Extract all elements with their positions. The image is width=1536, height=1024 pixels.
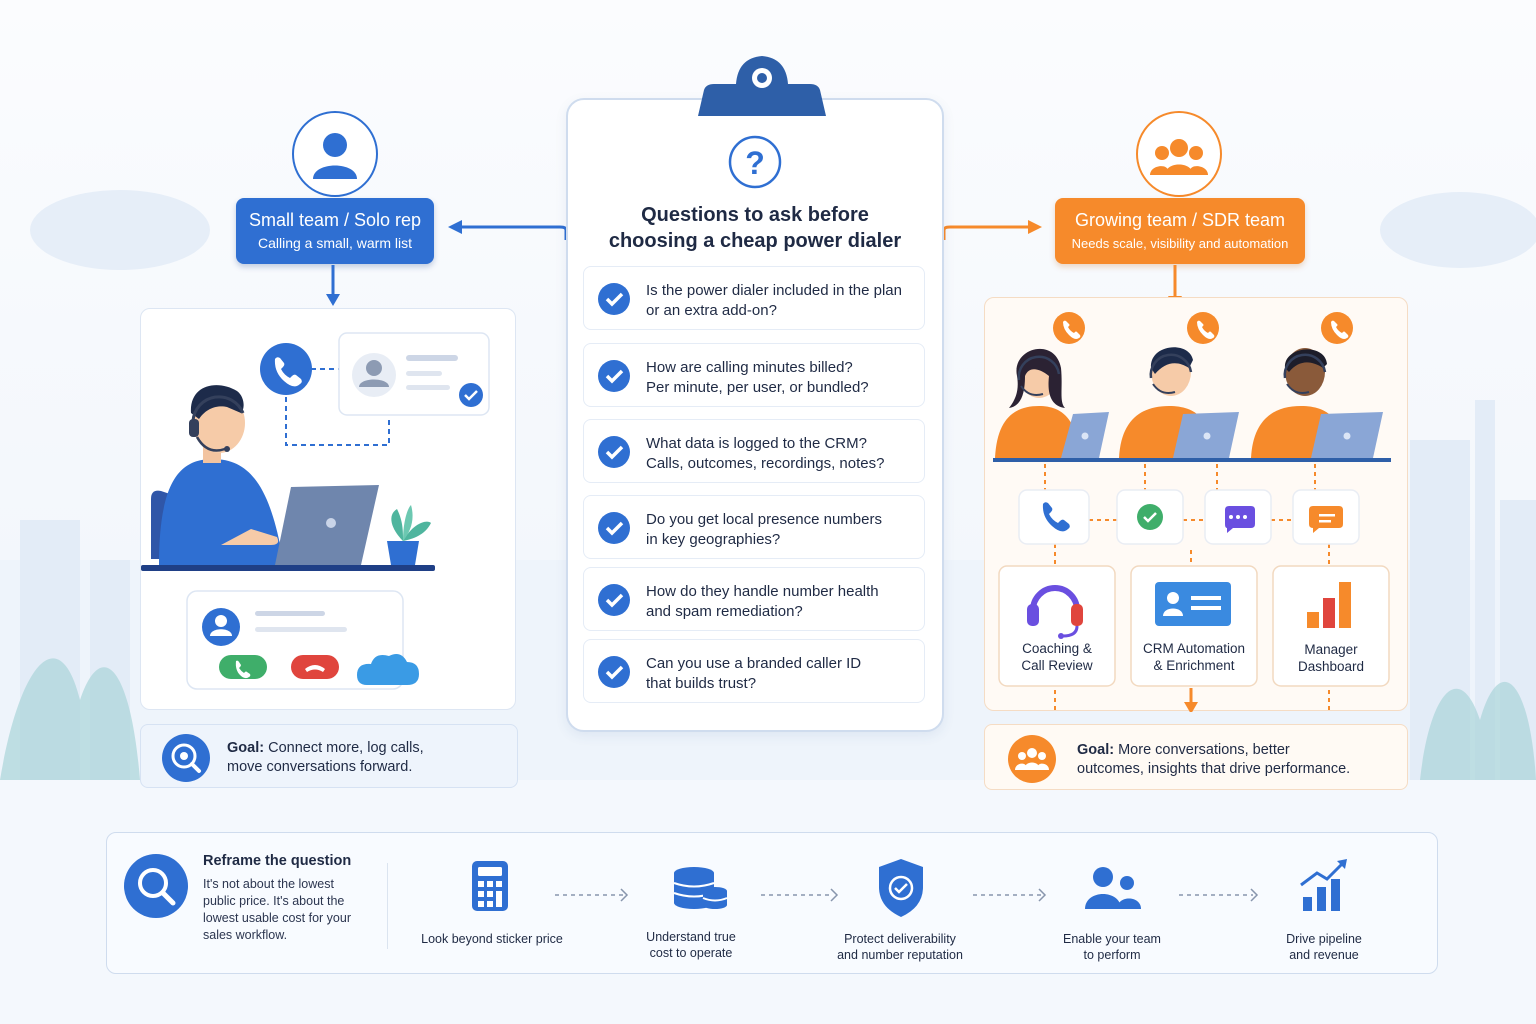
question-line-2: Calls, outcomes, recordings, notes? bbox=[646, 455, 885, 472]
search-icon bbox=[124, 854, 188, 918]
headset-icon bbox=[1027, 585, 1083, 639]
step-deliverability-line-2: and number reputation bbox=[837, 948, 963, 962]
growth-chart-icon bbox=[1300, 859, 1347, 911]
question-line-2: or an extra add-on? bbox=[646, 302, 777, 319]
question-line-1: Can you use a branded caller ID bbox=[646, 655, 862, 672]
step-pipeline-line-1: Drive pipeline bbox=[1286, 932, 1362, 946]
user-icon bbox=[313, 133, 357, 179]
goal-line-1: More conversations, better bbox=[1118, 742, 1290, 758]
reframe-line: lowest usable cost for your bbox=[203, 911, 351, 925]
question-line-2: that builds trust? bbox=[646, 675, 757, 692]
question-item: What data is logged to the CRM? Calls, ou… bbox=[583, 419, 925, 483]
user-avatar bbox=[292, 111, 378, 197]
check-icon bbox=[1137, 504, 1163, 530]
growing-team-header: Growing team / SDR team Needs scale, vis… bbox=[1055, 198, 1305, 264]
question-line-1: What data is logged to the CRM? bbox=[646, 435, 867, 452]
feature-dashboard-line-1: Manager bbox=[1304, 642, 1358, 657]
question-item: How do they handle number health and spam… bbox=[583, 567, 925, 631]
small-team-title: Small team / Solo rep bbox=[248, 210, 422, 230]
question-icon: ? bbox=[728, 135, 782, 189]
phone-icon bbox=[1053, 312, 1353, 344]
question-item: Do you get local presence numbers in key … bbox=[583, 495, 925, 559]
question-line-1: Do you get local presence numbers bbox=[646, 511, 882, 528]
step-true-cost-line-2: cost to operate bbox=[649, 946, 733, 960]
coins-icon bbox=[673, 867, 728, 909]
feature-coaching-line-2: Call Review bbox=[1021, 658, 1093, 673]
step-deliverability-line-1: Protect deliverability bbox=[844, 932, 956, 946]
reframe-bar: Reframe the question It's not about the … bbox=[106, 832, 1438, 974]
step-icons bbox=[472, 859, 1347, 917]
check-icon bbox=[598, 656, 630, 688]
phone-icon bbox=[260, 343, 312, 395]
small-team-header: Small team / Solo rep Calling a small, w… bbox=[236, 198, 434, 264]
message-icon bbox=[1309, 506, 1343, 533]
chat-icon bbox=[1225, 506, 1255, 533]
step-sticker-price: Look beyond sticker price bbox=[421, 932, 563, 946]
cloud-icon bbox=[357, 654, 419, 685]
small-team-subtitle: Calling a small, warm list bbox=[257, 235, 413, 251]
question-item: Is the power dialer included in the plan… bbox=[583, 266, 925, 330]
goal-label: Goal: bbox=[227, 740, 265, 756]
feature-crm-line-1: CRM Automation bbox=[1142, 641, 1246, 656]
check-icon bbox=[598, 512, 630, 544]
shield-check-icon bbox=[879, 859, 923, 917]
step-enable-team-line-2: to perform bbox=[1083, 948, 1141, 962]
bar-chart-icon bbox=[1307, 582, 1351, 628]
small-team-goal: Goal: Connect more, log calls, move conv… bbox=[140, 724, 518, 788]
target-search-icon bbox=[162, 734, 210, 782]
phone-icon bbox=[1042, 502, 1070, 532]
solo-rep-illustration-panel bbox=[140, 308, 516, 710]
team-icon bbox=[1008, 735, 1056, 783]
svg-text:?: ? bbox=[745, 145, 765, 181]
calculator-icon bbox=[472, 861, 508, 911]
sdr-team-panel: Coaching & Call Review CRM Automation & … bbox=[984, 297, 1408, 714]
solo-rep-illustration bbox=[141, 332, 490, 690]
check-icon bbox=[598, 584, 630, 616]
growing-team-subtitle: Needs scale, visibility and automation bbox=[1071, 236, 1289, 251]
question-line-2: in key geographies? bbox=[646, 531, 781, 548]
check-icon bbox=[598, 436, 630, 468]
step-enable-team-line-1: Enable your team bbox=[1063, 932, 1161, 946]
questions-clipboard: Questions to ask before choosing a cheap… bbox=[566, 98, 944, 732]
growing-team-goal: Goal: More conversations, better outcome… bbox=[984, 724, 1408, 790]
clipboard-title-line-1: Questions to ask before bbox=[641, 204, 869, 226]
question-line-1: How do they handle number health bbox=[646, 583, 879, 600]
question-item: Can you use a branded caller ID that buil… bbox=[583, 639, 925, 703]
check-icon bbox=[598, 360, 630, 392]
step-true-cost-line-1: Understand true bbox=[646, 930, 736, 944]
question-line-2: and spam remediation? bbox=[646, 603, 803, 620]
clipboard-clip bbox=[698, 56, 826, 116]
goal-label: Goal: bbox=[1077, 742, 1115, 758]
divider bbox=[387, 863, 388, 949]
question-line-2: Per minute, per user, or bundled? bbox=[646, 379, 869, 396]
team-icon bbox=[1150, 139, 1208, 175]
reframe-line: sales workflow. bbox=[203, 928, 288, 942]
feature-crm-line-2: & Enrichment bbox=[1153, 658, 1235, 673]
question-item: How are calling minutes billed? Per minut… bbox=[583, 343, 925, 407]
growing-team-title: Growing team / SDR team bbox=[1074, 210, 1286, 230]
reframe-line: public price. It's about the bbox=[203, 894, 345, 908]
users-icon bbox=[1085, 867, 1141, 909]
reframe-line: It's not about the lowest bbox=[203, 877, 334, 891]
team-avatar bbox=[1136, 111, 1222, 197]
goal-line-1: Connect more, log calls, bbox=[268, 740, 424, 756]
goal-line-2: move conversations forward. bbox=[227, 759, 413, 775]
check-icon bbox=[598, 283, 630, 315]
goal-line-2: outcomes, insights that drive performanc… bbox=[1077, 761, 1351, 777]
step-pipeline-line-2: and revenue bbox=[1289, 948, 1359, 962]
reframe-title: Reframe the question bbox=[203, 853, 352, 869]
question-line-1: How are calling minutes billed? bbox=[646, 359, 853, 376]
crm-card-icon bbox=[1155, 582, 1231, 626]
sdr-team-illustration bbox=[993, 312, 1391, 714]
feature-coaching-line-1: Coaching & bbox=[1022, 641, 1092, 656]
question-line-1: Is the power dialer included in the plan bbox=[646, 282, 902, 299]
clipboard-title-line-2: choosing a cheap power dialer bbox=[608, 230, 902, 252]
feature-dashboard-line-2: Dashboard bbox=[1297, 659, 1365, 674]
